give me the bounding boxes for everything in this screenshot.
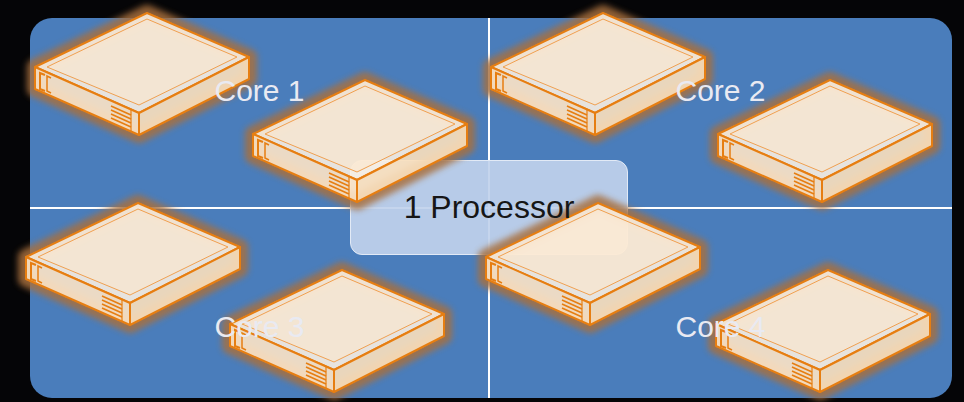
core-quadrant: Core 4	[489, 208, 952, 398]
server-icon	[26, 203, 240, 325]
processor-label: 1 Processor	[404, 189, 575, 226]
core-quadrant: Core 3	[30, 208, 489, 398]
core-label: Core 3	[214, 310, 304, 344]
core-label: Core 2	[675, 74, 765, 108]
processor-box: 1 Processor	[350, 160, 628, 255]
processor-body	[30, 18, 952, 398]
core-label: Core 1	[214, 74, 304, 108]
server-icon	[491, 13, 705, 135]
core-label: Core 4	[675, 310, 765, 344]
